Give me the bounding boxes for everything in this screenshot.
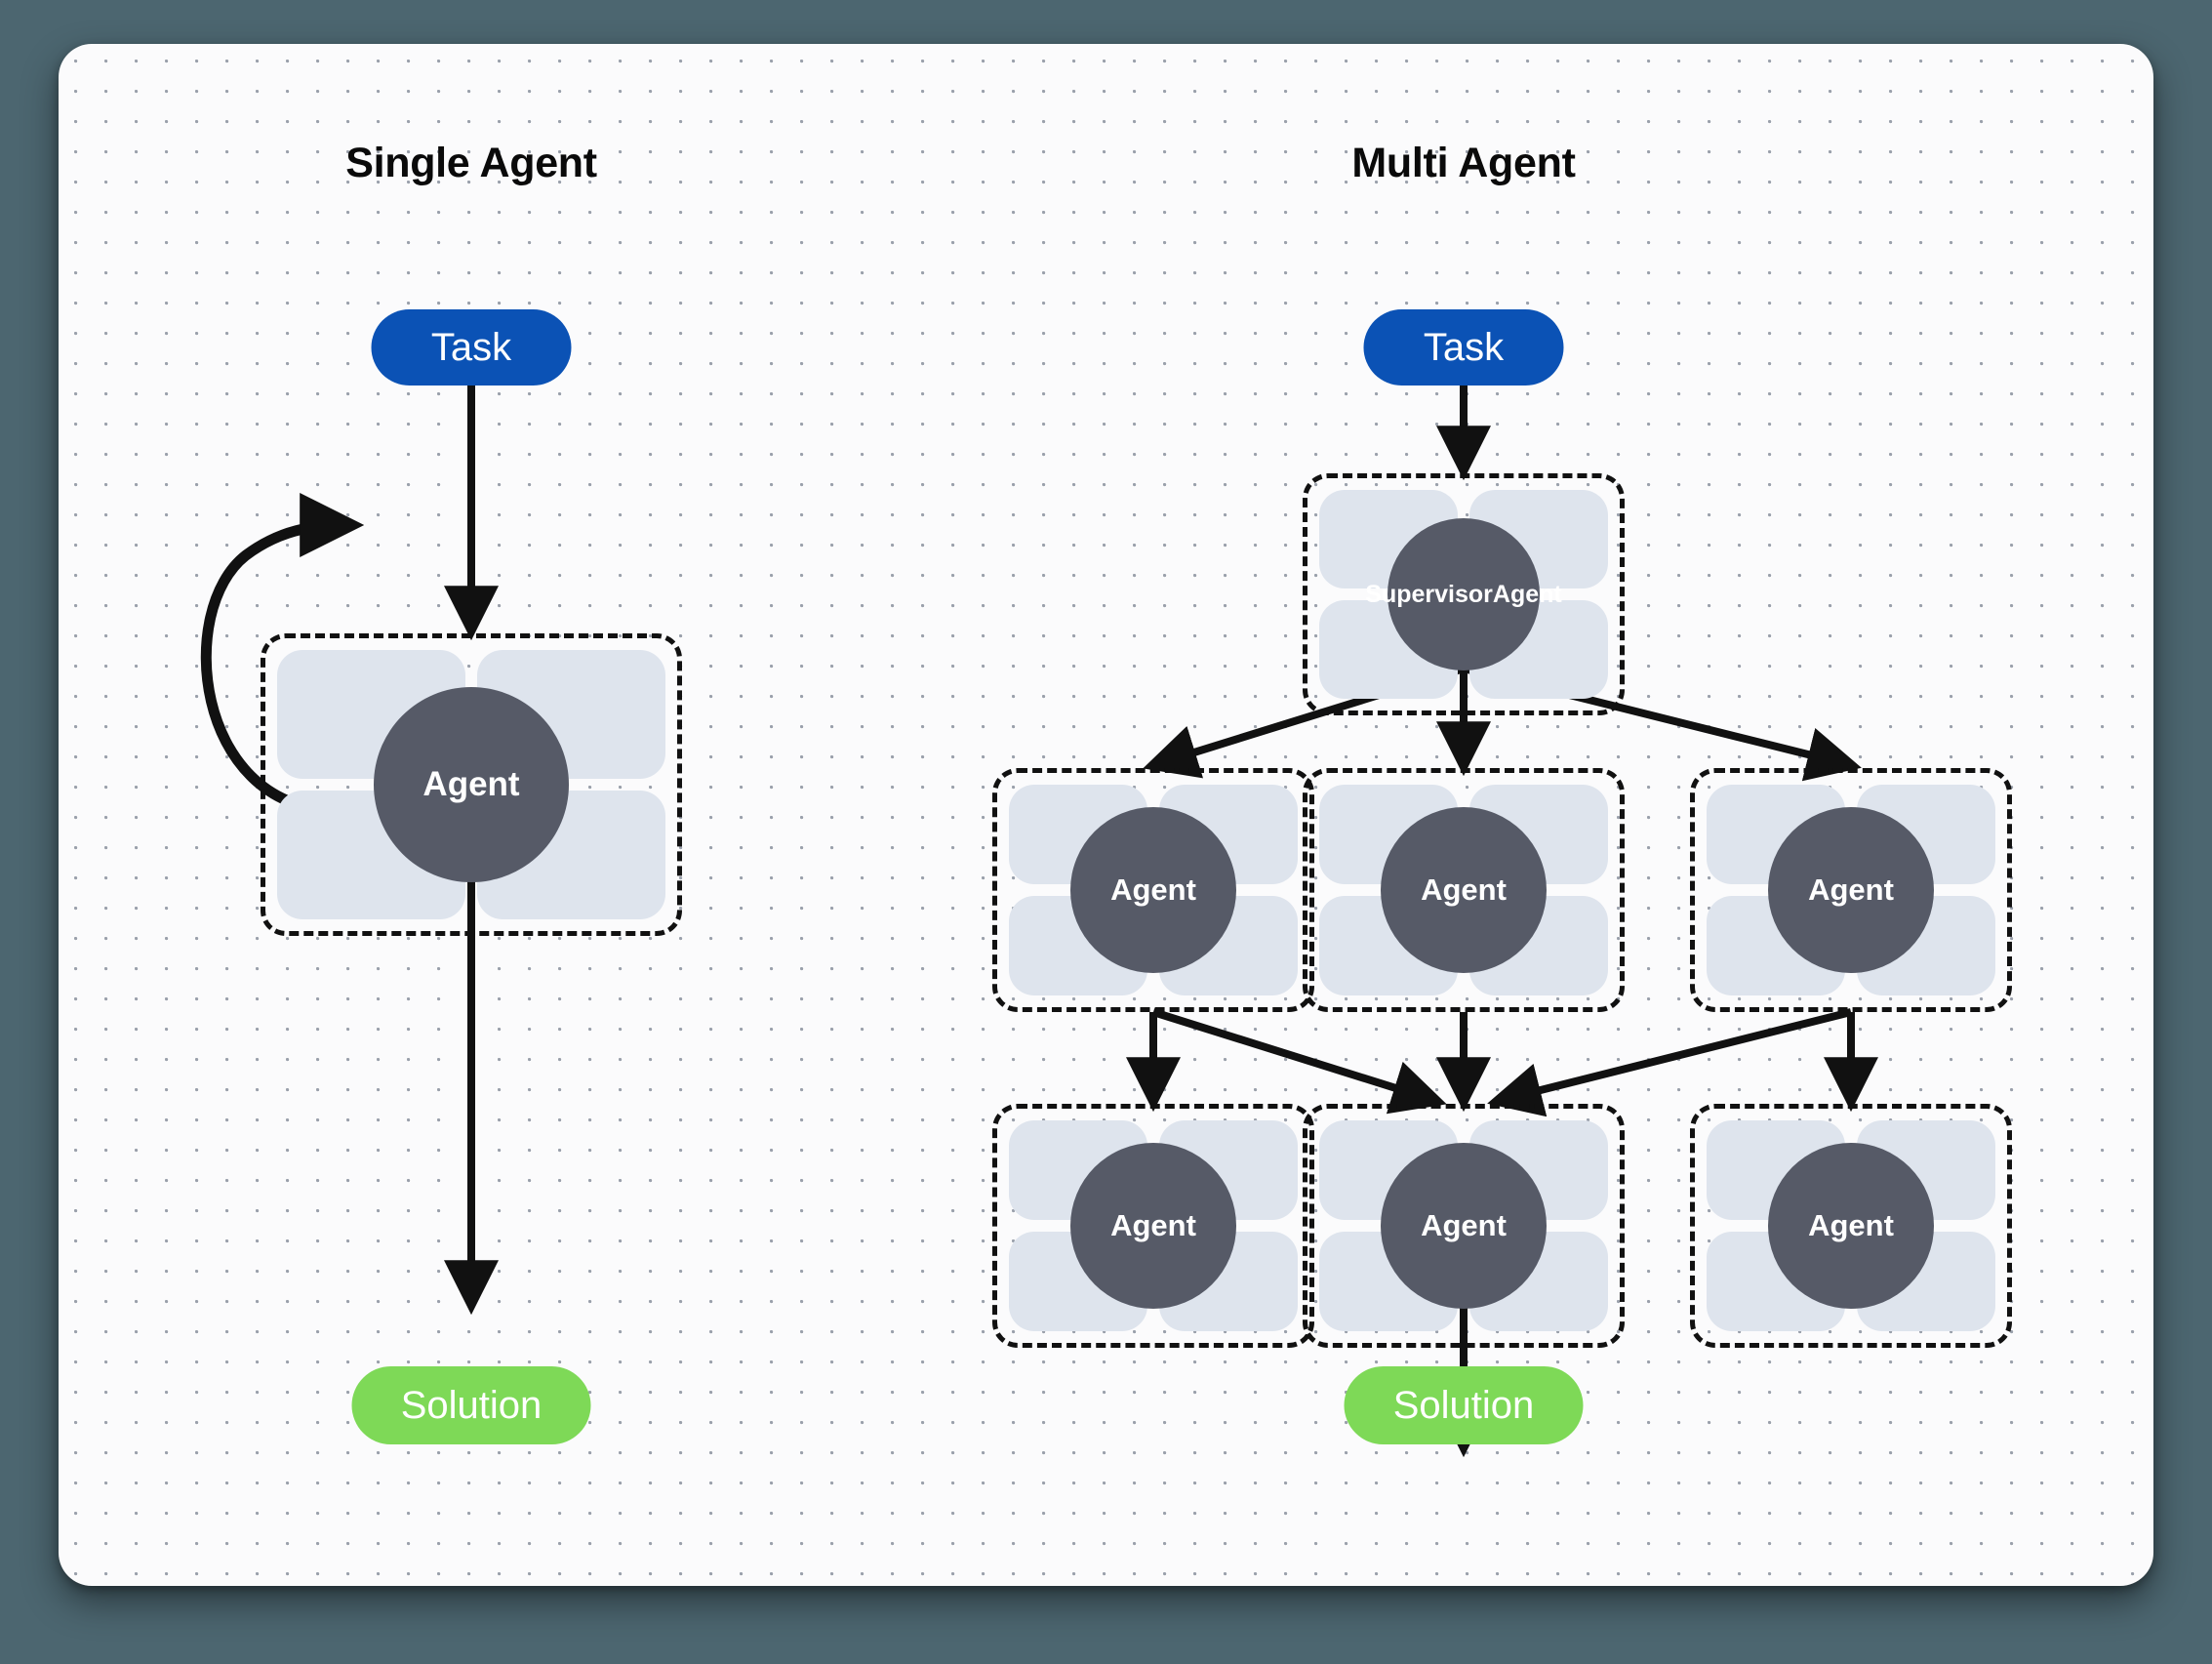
supervisor-agent-core: Supervisor Agent: [1365, 518, 1562, 670]
supervisor-label-line2: Agent: [1492, 581, 1562, 608]
node-solution-multi[interactable]: Solution: [1344, 1366, 1584, 1444]
agent-core: Agent: [1070, 1143, 1236, 1309]
cluster-agent-row1-right[interactable]: Agent: [1690, 768, 2012, 1012]
edge-agent-3-to-agent-5: [1487, 1008, 1852, 1117]
cluster-agent-row2-right[interactable]: Agent: [1690, 1104, 2012, 1348]
cluster-agent-row2-center[interactable]: Agent: [1303, 1104, 1625, 1348]
cluster-agent-row2-left[interactable]: Agent: [992, 1104, 1314, 1348]
edge-agent-1-to-agent-5: [1151, 1008, 1447, 1115]
cluster-agent-row1-center[interactable]: Agent: [1303, 768, 1625, 1012]
node-task-multi[interactable]: Task: [1363, 309, 1564, 386]
diagram-canvas: Single Agent Task Agent Solution Multi A…: [59, 44, 2153, 1586]
node-task-single[interactable]: Task: [371, 309, 572, 386]
agent-core: Agent: [1070, 807, 1236, 973]
cluster-agent-row1-left[interactable]: Agent: [992, 768, 1314, 1012]
node-solution-single[interactable]: Solution: [351, 1366, 591, 1444]
cluster-supervisor-agent[interactable]: Supervisor Agent: [1303, 473, 1625, 715]
agent-core: Agent: [374, 687, 569, 882]
agent-core: Agent: [1381, 807, 1547, 973]
panel-title-multi-agent: Multi Agent: [1351, 140, 1576, 186]
agent-core: Agent: [1381, 1143, 1547, 1309]
cluster-agent-single[interactable]: Agent: [261, 633, 682, 936]
agent-core: Agent: [1768, 807, 1934, 973]
supervisor-label-line1: Supervisor: [1365, 581, 1493, 608]
agent-core: Agent: [1768, 1143, 1934, 1309]
panel-title-single-agent: Single Agent: [345, 140, 597, 186]
